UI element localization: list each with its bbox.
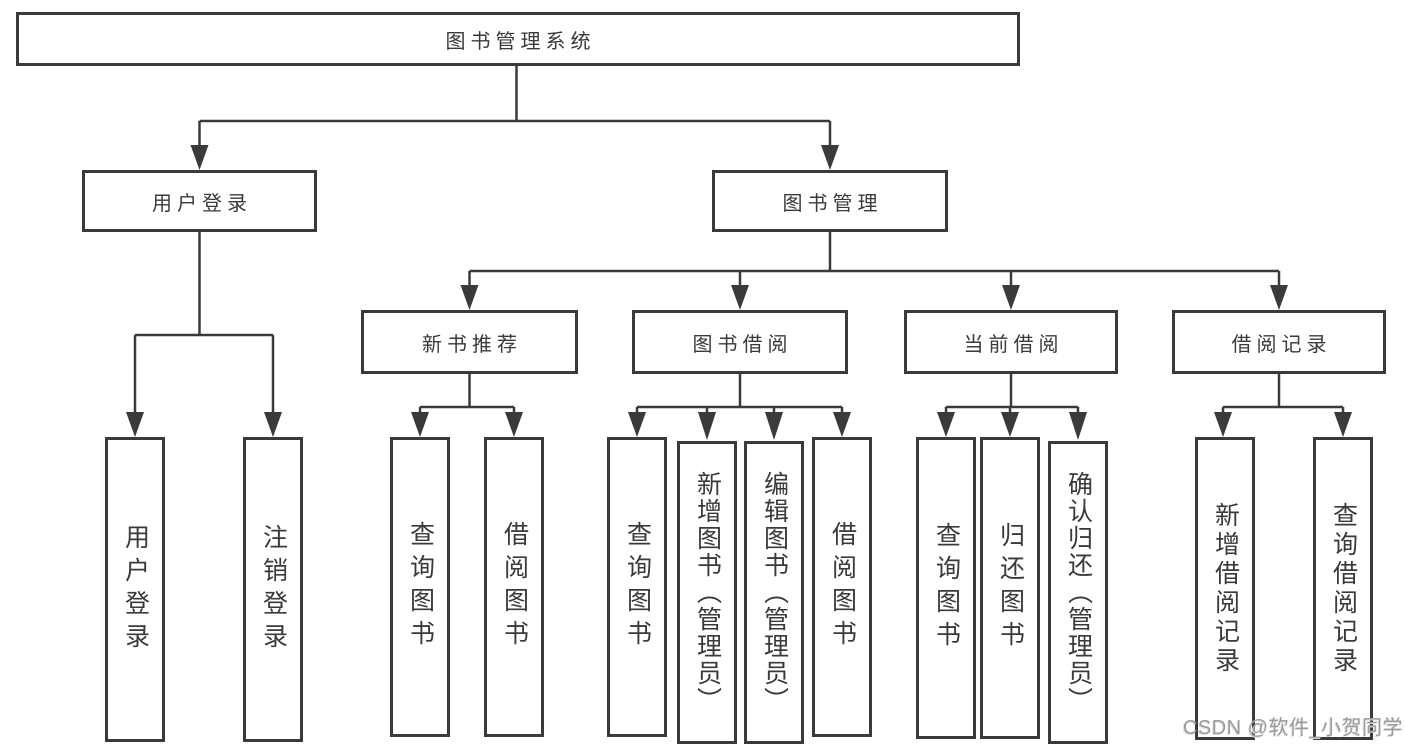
leaf-return-books: 归还图书 <box>980 437 1040 739</box>
connector-root-to-level2 <box>190 66 839 170</box>
connector-borrow-records-children <box>1214 374 1352 437</box>
leaf-query-books-current: 查询图书 <box>916 437 976 739</box>
arrowhead-leaf-user-login <box>126 412 144 437</box>
node-borrow-records: 借阅记录 <box>1172 310 1386 374</box>
node-library-management-system: 图书管理系统 <box>16 12 1020 66</box>
arrowhead-current-borrowing <box>1002 285 1020 310</box>
connector-book-management-children <box>460 232 1288 310</box>
node-current-borrowing: 当前借阅 <box>904 310 1118 374</box>
leaf-query-books-newbooks: 查询图书 <box>390 437 450 737</box>
leaf-borrow-books-newbooks: 借阅图书 <box>484 437 544 737</box>
leaf-query-borrow-record: 查询借阅记录 <box>1313 437 1373 740</box>
leaf-add-books-admin: 新增图书（管理员） <box>677 441 737 744</box>
connector-current-borrowing-children <box>937 374 1087 440</box>
arrowhead-new-books <box>460 285 479 310</box>
node-book-management: 图书管理 <box>712 170 948 232</box>
arrowhead-book-borrowing <box>731 285 749 310</box>
arrowhead-leaf-logout <box>264 412 282 437</box>
leaf-add-borrow-record: 新增借阅记录 <box>1195 437 1255 740</box>
connector-new-books-children <box>411 374 523 437</box>
leaf-user-login: 用户登录 <box>105 437 165 742</box>
leaf-borrow-books-borrowing: 借阅图书 <box>812 437 872 737</box>
arrowhead-user-login <box>190 145 209 170</box>
connector-book-borrowing-children <box>628 374 851 440</box>
node-book-borrowing: 图书借阅 <box>632 310 848 374</box>
arrowhead-book-management <box>821 145 839 170</box>
leaf-edit-books-admin: 编辑图书（管理员） <box>744 441 804 744</box>
node-new-book-recommendation: 新书推荐 <box>361 310 578 374</box>
node-user-login: 用户登录 <box>82 170 317 232</box>
leaf-confirm-return-admin: 确认归还（管理员） <box>1048 441 1108 744</box>
leaf-query-books-borrowing: 查询图书 <box>607 437 667 737</box>
csdn-watermark: CSDN @软件_小贺同学 <box>1183 717 1404 739</box>
arrowhead-borrow-records <box>1270 285 1288 310</box>
connector-user-login-children <box>126 232 282 437</box>
leaf-logout: 注销登录 <box>243 437 303 742</box>
